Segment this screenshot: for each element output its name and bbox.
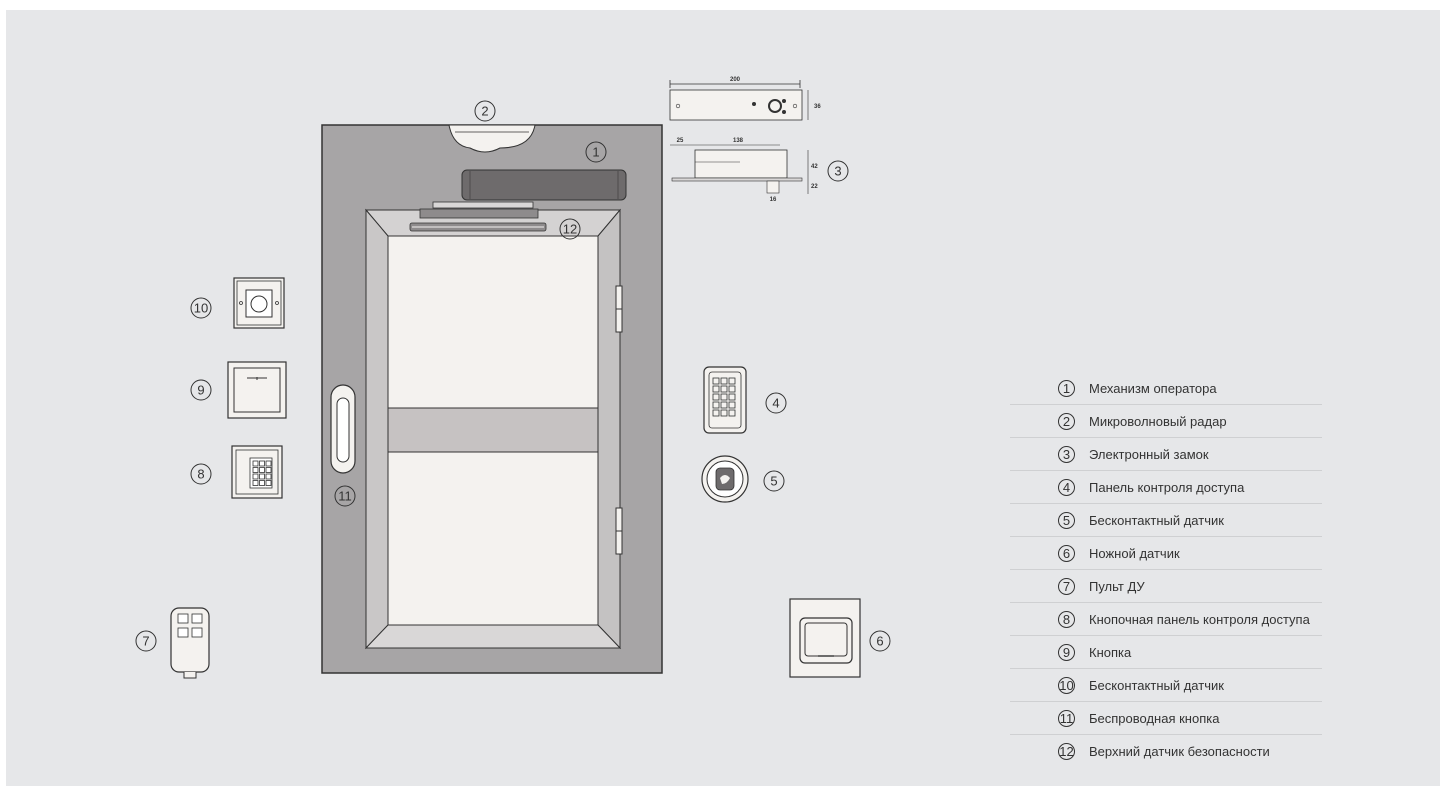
callout-label: 7	[142, 634, 149, 649]
legend-label: Ножной датчик	[1089, 545, 1180, 561]
dim-42: 42	[811, 164, 818, 170]
callout-number: 3	[827, 160, 849, 182]
legend-number: 5	[1058, 511, 1075, 529]
legend-number: 12	[1058, 742, 1075, 760]
callout-label: 4	[772, 396, 779, 411]
legend-number: 11	[1058, 709, 1075, 727]
callout-number: 12	[559, 218, 581, 240]
door-leaf-bevel-right	[597, 208, 621, 650]
callout-label: 12	[563, 222, 577, 237]
remote-control	[170, 607, 210, 679]
door-lock-assembly	[419, 201, 539, 219]
top-safety-sensor	[409, 222, 547, 232]
legend-label: Верхний датчик безопасности	[1089, 743, 1270, 759]
door-glass-upper	[387, 235, 599, 409]
dim-22: 22	[811, 184, 818, 190]
legend-label: Электронный замок	[1089, 446, 1209, 462]
door-middle-rail	[387, 407, 599, 453]
callout-label: 6	[876, 634, 883, 649]
callout-number: 9	[190, 379, 212, 401]
legend-item: 11 Беспроводная кнопка	[1010, 702, 1322, 735]
legend-label: Механизм оператора	[1089, 380, 1217, 396]
dim-25: 25	[677, 138, 684, 144]
dim-36: 36	[814, 104, 821, 110]
proximity-sensor-square	[233, 277, 285, 329]
contactless-sensor-round	[701, 455, 749, 503]
microwave-radar	[448, 124, 536, 153]
legend-number: 9	[1058, 643, 1075, 661]
dim-16: 16	[770, 197, 777, 203]
callout-label: 1	[592, 145, 599, 160]
legend-label: Пульт ДУ	[1089, 578, 1145, 594]
lock-dimension-drawing: 200 36 25 138 42 22 16	[669, 77, 821, 203]
callout-number: 2	[474, 100, 496, 122]
legend-item: 8 Кнопочная панель контроля доступа	[1010, 603, 1322, 636]
legend-item: 6 Ножной датчик	[1010, 537, 1322, 570]
operator-mechanism	[461, 169, 627, 201]
callout-number: 4	[765, 392, 787, 414]
callout-label: 2	[481, 104, 488, 119]
legend-number: 2	[1058, 412, 1075, 430]
push-button	[227, 361, 287, 419]
callout-label: 10	[194, 301, 208, 316]
callout-number: 10	[190, 297, 212, 319]
dim-138: 138	[733, 138, 744, 144]
callout-number: 8	[190, 463, 212, 485]
legend-label: Панель контроля доступа	[1089, 479, 1245, 495]
legend-number: 7	[1058, 577, 1075, 595]
legend-item: 5 Бесконтактный датчик	[1010, 504, 1322, 537]
callout-number: 1	[585, 141, 607, 163]
legend-item: 2 Микроволновый радар	[1010, 405, 1322, 438]
door-glass-lower	[387, 451, 599, 626]
door-leaf-bevel-bottom	[364, 624, 622, 649]
legend-label: Кнопка	[1089, 644, 1132, 660]
callout-label: 5	[770, 474, 777, 489]
legend-number: 1	[1058, 379, 1075, 397]
callout-number: 11	[334, 485, 356, 507]
keypad-access-panel	[231, 445, 283, 499]
callout-number: 7	[135, 630, 157, 652]
callout-label: 9	[197, 383, 204, 398]
legend-item: 12 Верхний датчик безопасности	[1010, 735, 1322, 767]
access-control-panel	[703, 366, 747, 434]
callout-number: 6	[869, 630, 891, 652]
component-legend: 1 Механизм оператора 2 Микроволновый радар 3…	[1010, 372, 1322, 767]
legend-item: 4 Панель контроля доступа	[1010, 471, 1322, 504]
callout-label: 11	[338, 489, 352, 504]
legend-number: 8	[1058, 610, 1075, 628]
legend-number: 10	[1058, 676, 1075, 694]
legend-number: 4	[1058, 478, 1075, 496]
legend-number: 6	[1058, 544, 1075, 562]
legend-label: Беспроводная кнопка	[1089, 710, 1220, 726]
callout-number: 5	[763, 470, 785, 492]
legend-item: 7 Пульт ДУ	[1010, 570, 1322, 603]
legend-label: Бесконтактный датчик	[1089, 677, 1224, 693]
foot-sensor	[789, 598, 861, 678]
legend-label: Бесконтактный датчик	[1089, 512, 1224, 528]
callout-label: 8	[197, 467, 204, 482]
door-leaf-bevel-left	[365, 208, 389, 650]
legend-number: 3	[1058, 445, 1075, 463]
legend-item: 1 Механизм оператора	[1010, 372, 1322, 405]
legend-item: 3 Электронный замок	[1010, 438, 1322, 471]
callout-label: 3	[834, 164, 841, 179]
dim-200: 200	[730, 77, 741, 83]
legend-label: Микроволновый радар	[1089, 413, 1227, 429]
legend-item: 9 Кнопка	[1010, 636, 1322, 669]
legend-label: Кнопочная панель контроля доступа	[1089, 611, 1310, 627]
legend-item: 10 Бесконтактный датчик	[1010, 669, 1322, 702]
wireless-button	[330, 384, 356, 474]
